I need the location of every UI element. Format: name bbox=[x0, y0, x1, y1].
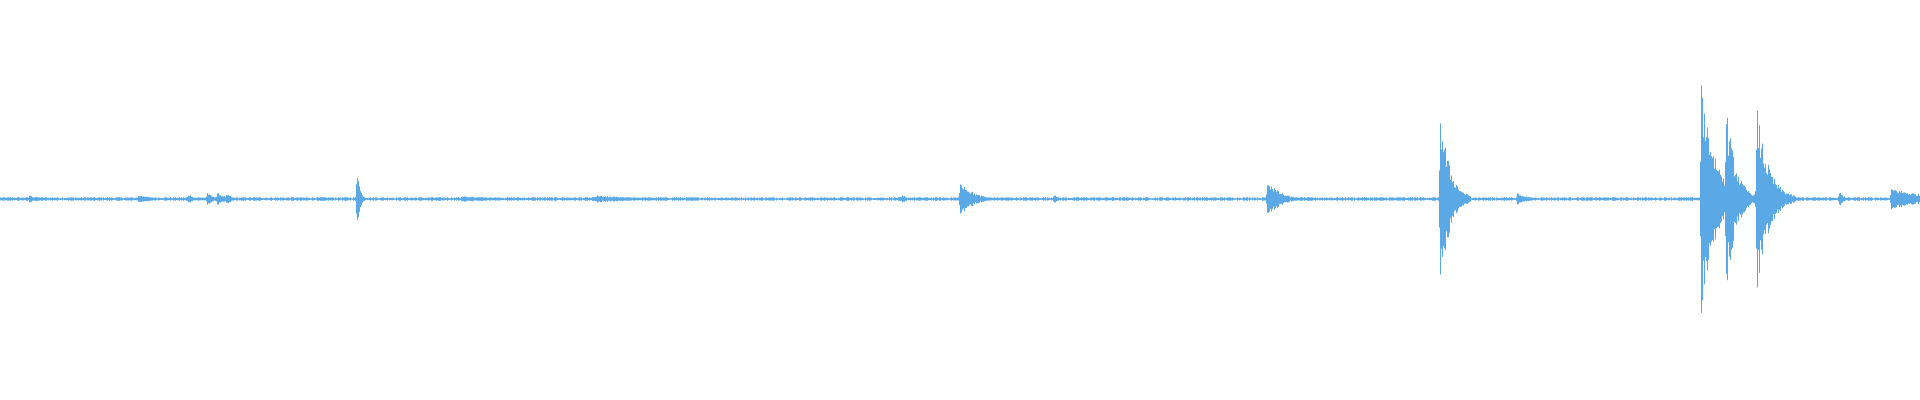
waveform-path bbox=[0, 85, 1920, 313]
waveform-samples bbox=[0, 85, 1920, 313]
